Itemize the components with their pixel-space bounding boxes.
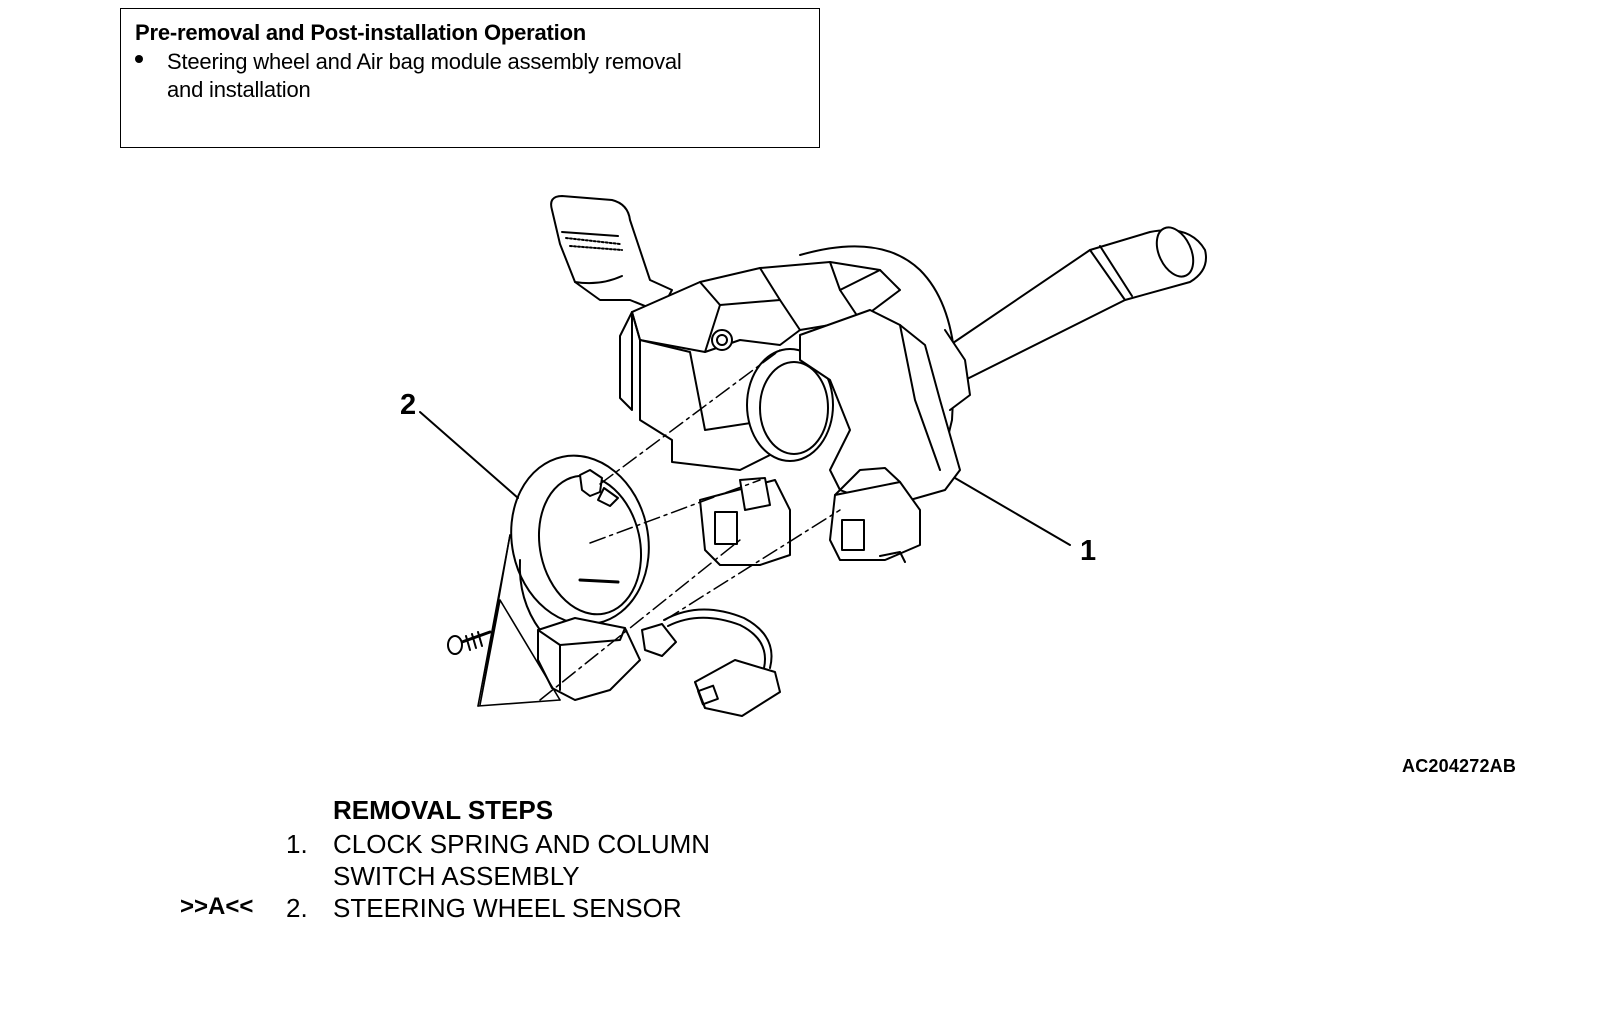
- pre-removal-box: Pre-removal and Post-installation Operat…: [120, 8, 820, 148]
- step-1-text-line-1: CLOCK SPRING AND COLUMN: [333, 829, 711, 859]
- pre-removal-item-line-1: Steering wheel and Air bag module assemb…: [167, 49, 682, 74]
- column-switch-body: [619, 245, 971, 566]
- step-1-number: 1.: [286, 829, 308, 859]
- screw: [447, 630, 492, 655]
- bullet-icon: [135, 55, 143, 63]
- steering-wheel-sensor: [510, 454, 781, 717]
- right-lever: [949, 226, 1207, 381]
- step-2-procedure-mark: >>A<<: [180, 893, 254, 920]
- pre-removal-item-line-2: and installation: [167, 77, 311, 102]
- step-1-text-line-2: SWITCH ASSEMBLY: [333, 861, 580, 891]
- callout-label-2: 2: [400, 389, 417, 421]
- callout-label-1: 1: [1080, 535, 1097, 567]
- left-lever: [550, 195, 673, 313]
- step-2-text: STEERING WHEEL SENSOR: [333, 893, 682, 923]
- pre-removal-title: Pre-removal and Post-installation Operat…: [135, 20, 587, 45]
- figure-reference-code: AC204272AB: [1402, 756, 1517, 776]
- step-2-number: 2.: [286, 893, 308, 923]
- removal-steps-heading: REMOVAL STEPS: [333, 795, 554, 825]
